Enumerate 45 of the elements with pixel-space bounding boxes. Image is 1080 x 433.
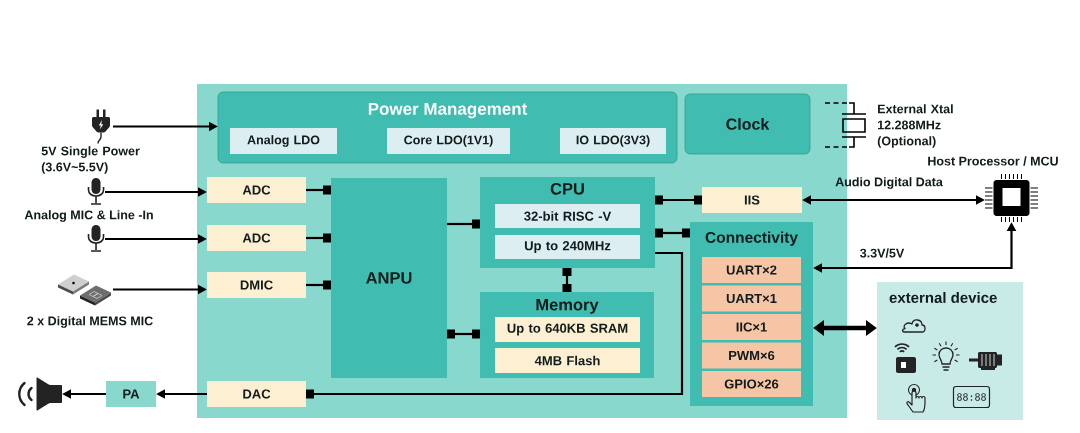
digital-display: 88:88 [952,385,991,409]
edge-label: Audio Digital Data [835,177,943,189]
function-box: GPIO×26 [702,371,801,397]
connector-line [655,228,690,238]
node-label: Host Processor / MCU [928,156,1058,166]
module-box: ANPU [331,178,447,378]
function-box: DAC [207,381,306,407]
processor-chip-icon [984,173,1039,223]
caption: External Xtal 12.288MHz (Optional) [877,104,953,148]
connector-line [306,280,331,290]
connector-line [447,219,480,229]
node-label: UART×1 [726,293,777,304]
function-box: IO LDO(3V3) [560,128,666,154]
function-box: PWM×6 [702,342,801,369]
function-box: IIS [702,187,802,213]
speaker-icon [18,377,62,411]
edge-label: 3.3V/5V [860,248,905,258]
function-box: UART×2 [702,257,801,283]
mems-mic-picture [58,274,111,306]
node-label: 2 x Digital MEMS MIC [27,316,153,328]
connector-line [306,185,331,195]
function-box: 4MB Flash [495,348,640,373]
power-plug-icon [92,109,110,145]
node-label: 5V Single Power (3.6V~5.5V) [41,146,140,174]
microphone-icon [87,178,105,205]
module-box: Clock [684,93,811,155]
connector-line [447,329,480,339]
connector-line [562,268,572,292]
function-box: ADC [207,177,306,203]
function-box: Up to 640KB SRAM [495,317,640,342]
function-box: 32-bit RISC -V [495,204,640,228]
connector-line [306,251,684,399]
connector-line [655,195,702,205]
function-box: DMIC [207,272,306,298]
connector-line [306,233,331,243]
node-label: Analog MIC & Line -In [24,210,153,222]
function-box: Core LDO(1V1) [387,128,510,154]
function-box: Up to 240MHz [495,235,640,259]
amplifier-box: PA [106,381,156,407]
function-box: UART×1 [702,285,801,312]
function-box: ADC [207,225,306,251]
microphone-icon [87,225,105,252]
node-label: PWM×6 [729,350,775,361]
function-box: Analog LDO [230,128,337,154]
function-box: IIC×1 [702,314,801,340]
